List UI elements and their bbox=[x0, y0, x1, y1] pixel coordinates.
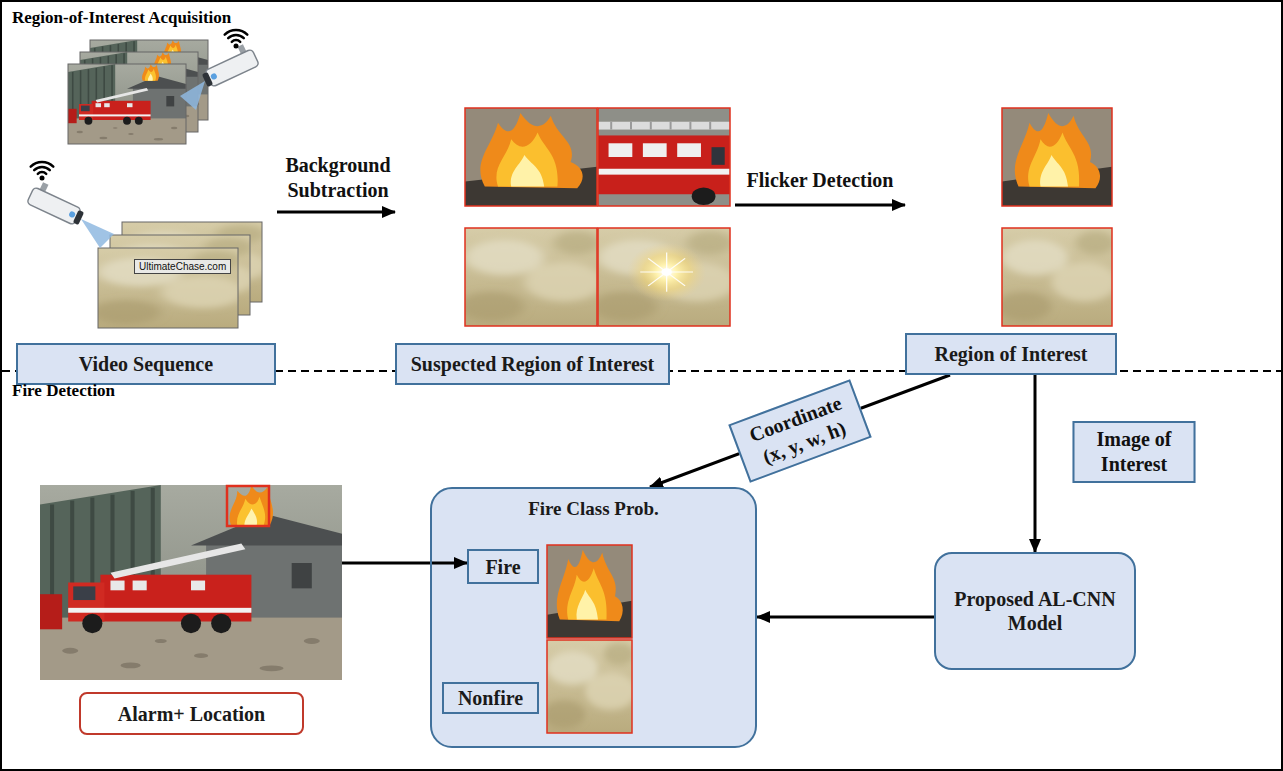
arrow-connector bbox=[277, 211, 395, 214]
node-text: Region of Interest bbox=[935, 342, 1088, 366]
camera-icon bbox=[27, 162, 114, 248]
edge-label-box: Image of Interest bbox=[1073, 421, 1196, 483]
video-frame-stack bbox=[68, 40, 208, 144]
edge-label: Background Subtraction bbox=[263, 153, 413, 203]
node-text: Nonfire bbox=[458, 686, 523, 710]
arrow-connector bbox=[1034, 375, 1037, 552]
panel-fill bbox=[431, 488, 756, 747]
roi-images bbox=[997, 108, 1118, 326]
edge-label-box: Coordinate (x, y, w, h) bbox=[728, 379, 871, 483]
edge-label: Flicker Detection bbox=[725, 168, 915, 193]
arrow-connector bbox=[650, 375, 950, 487]
section-title: Fire Detection bbox=[12, 381, 115, 401]
caption-box: Video Sequence bbox=[16, 343, 276, 385]
section-title: Region-of-Interest Acquisition bbox=[12, 8, 231, 28]
class-result-images bbox=[543, 545, 637, 733]
caption-box: Suspected Region of Interest bbox=[395, 343, 670, 385]
video-frame-stack bbox=[91, 222, 269, 328]
suspected-region-images bbox=[458, 108, 736, 326]
fire-class-box: Fire bbox=[467, 549, 539, 584]
node-text: Proposed AL-CNN Model bbox=[942, 587, 1128, 635]
node-text: Fire bbox=[485, 555, 520, 579]
nonfire-class-box: Nonfire bbox=[442, 682, 539, 714]
panel-heading: Fire Class Prob. bbox=[432, 489, 755, 521]
node-text: Suspected Region of Interest bbox=[411, 352, 655, 376]
arrow-connector bbox=[757, 616, 934, 619]
roi-group: Region of Interest bbox=[905, 105, 1117, 375]
alarm-scene-image bbox=[40, 485, 342, 680]
video-sequence-group: Video Sequence bbox=[15, 12, 277, 385]
node-text: Video Sequence bbox=[79, 352, 213, 376]
alarm-location-group: Alarm+ Location bbox=[40, 485, 342, 735]
suspected-roi-group: Suspected Region of Interest bbox=[395, 105, 735, 385]
fire-class-panel: Fire Class Prob. FireNonfire bbox=[430, 487, 757, 748]
node-text: Alarm+ Location bbox=[118, 702, 266, 726]
arrow-connector bbox=[735, 204, 905, 207]
watermark-text: UltimateChase.com bbox=[134, 259, 231, 274]
caption-box: Alarm+ Location bbox=[79, 692, 304, 735]
caption-box: Region of Interest bbox=[905, 333, 1117, 375]
al-cnn-model-box: Proposed AL-CNN Model bbox=[934, 552, 1136, 670]
camera-icon bbox=[180, 30, 259, 110]
arrow-connector bbox=[342, 562, 467, 565]
